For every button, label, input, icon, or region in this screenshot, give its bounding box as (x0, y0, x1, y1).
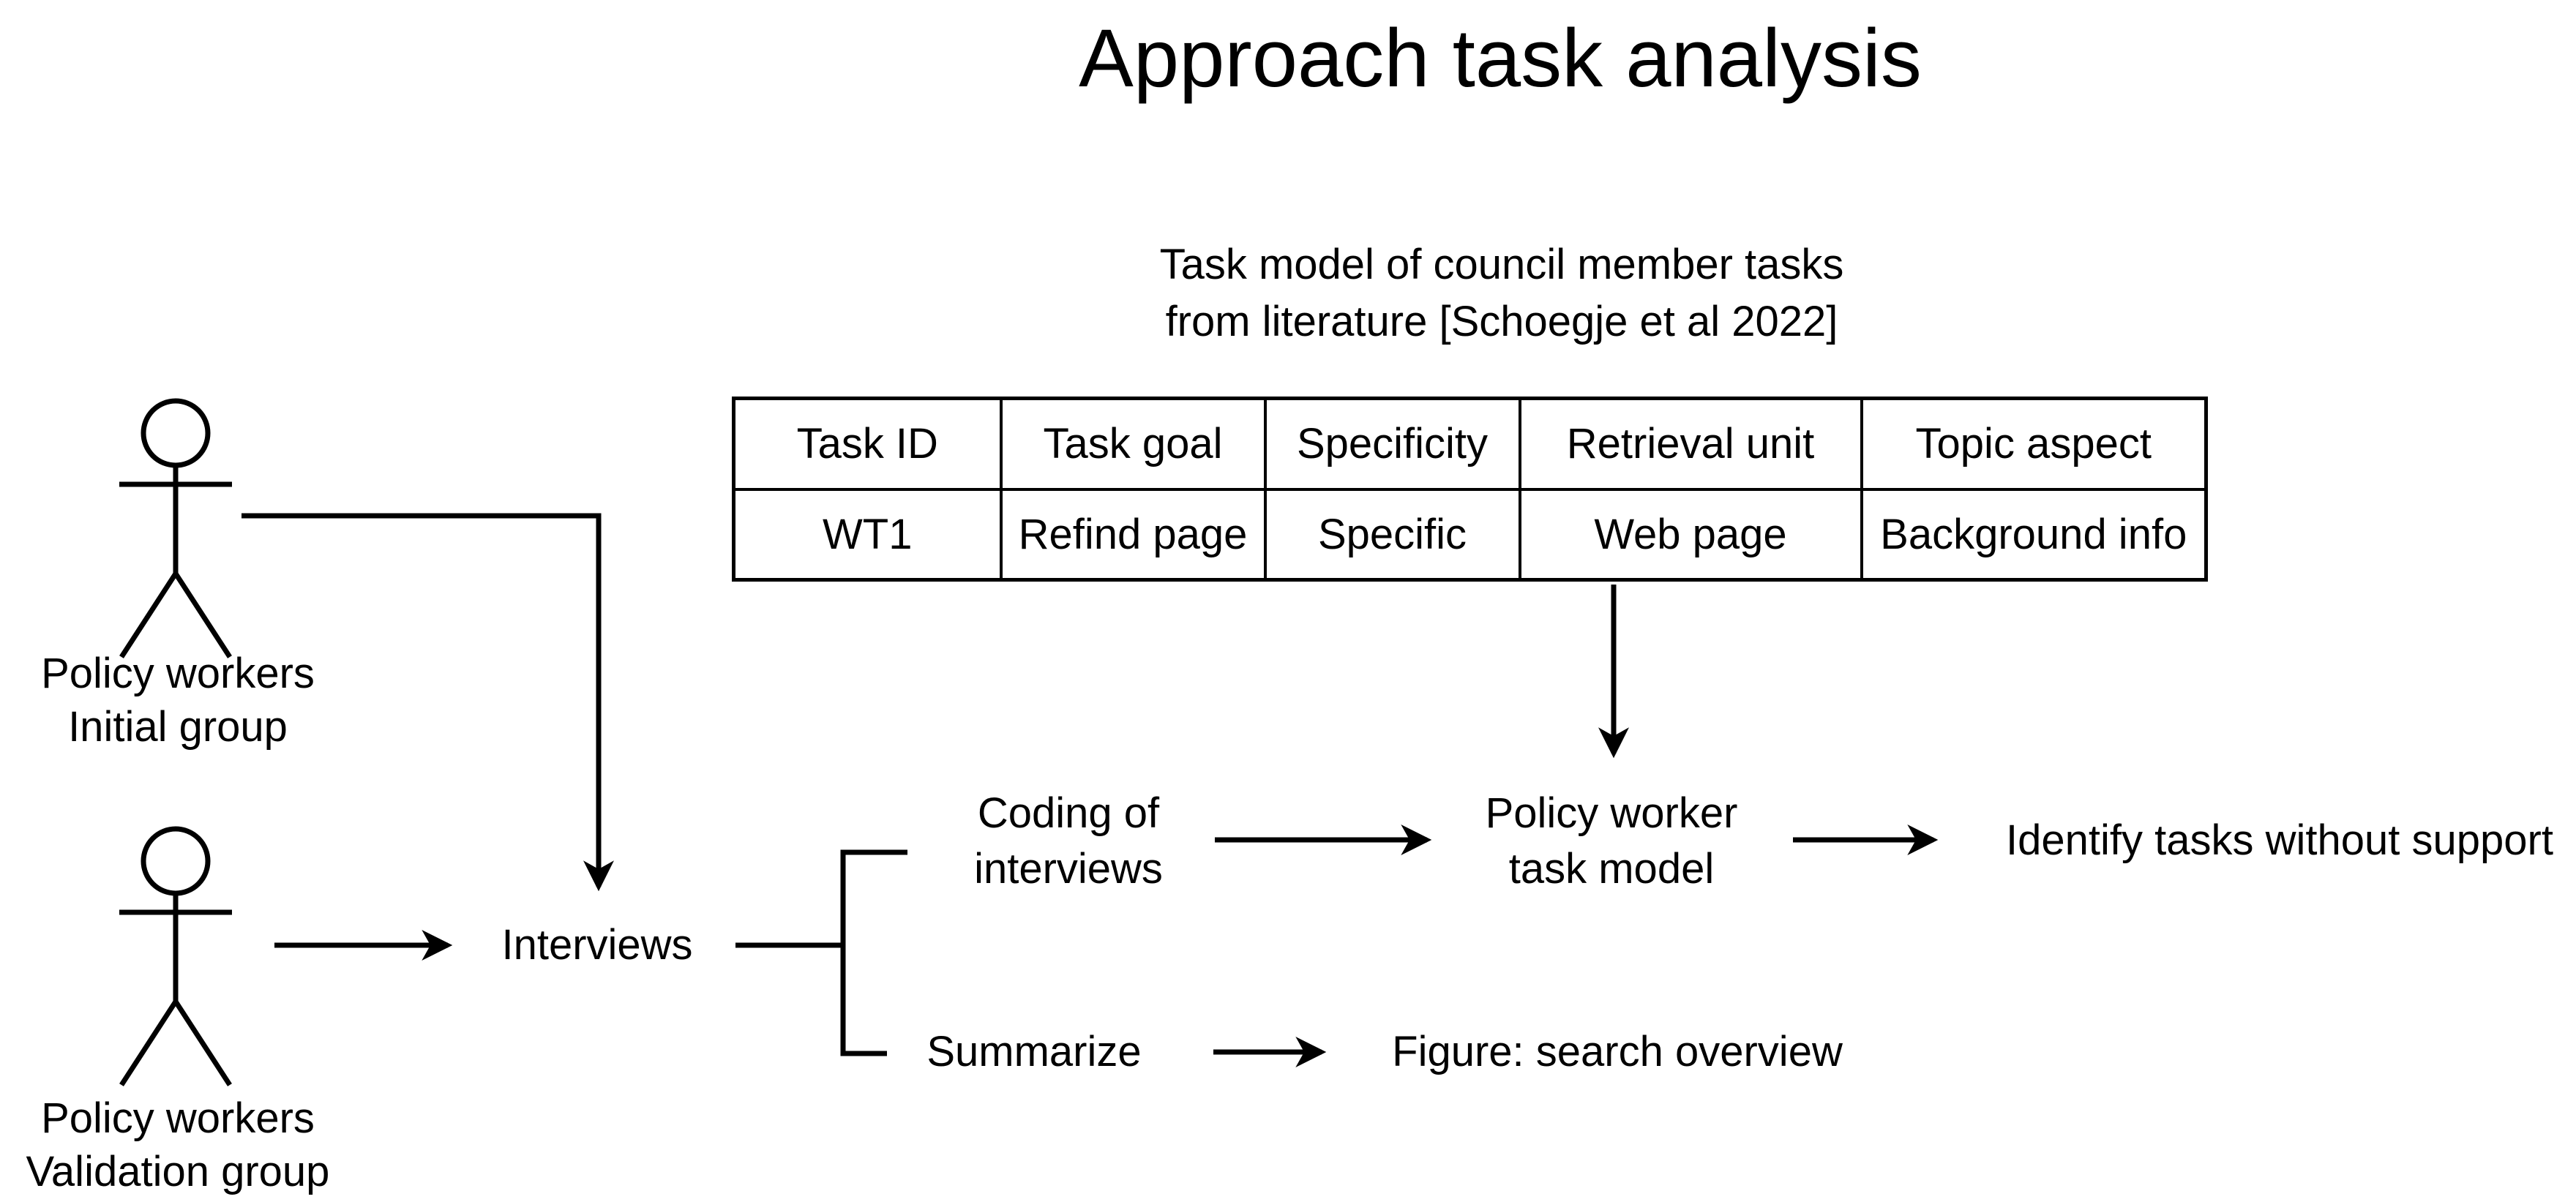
table-header-cell: Task goal (999, 397, 1267, 491)
node-summarize: Summarize (926, 1028, 1142, 1075)
actor-validation-label-line1: Policy workers (41, 1094, 315, 1142)
page-title: Approach task analysis (1079, 12, 1922, 104)
node-coding: Coding of interviews (974, 786, 1163, 897)
person-leg-right (173, 1000, 232, 1086)
person-head (141, 398, 211, 468)
table-cell: Web page (1518, 487, 1863, 582)
node-coding-line2: interviews (974, 845, 1163, 893)
node-task-model-line2: task model (1508, 845, 1715, 893)
table-header-cell: Retrieval unit (1518, 397, 1863, 491)
table-header-row: Task ID Task goal Specificity Retrieval … (732, 397, 2208, 491)
table-cell: WT1 (732, 487, 1003, 582)
table-row: WT1 Refind page Specific Web page Backgr… (732, 487, 2208, 582)
node-figure-search-overview: Figure: search overview (1392, 1028, 1843, 1075)
node-task-model: Policy worker task model (1486, 786, 1738, 897)
person-stick-figure-icon-initial (119, 398, 232, 658)
table-header-cell: Specificity (1263, 397, 1521, 491)
node-coding-line1: Coding of (977, 789, 1160, 837)
person-leg-right (173, 572, 232, 658)
table-caption-line2: from literature [Schoegje et al 2022] (1165, 298, 1838, 345)
actor-validation-label-line2: Validation group (26, 1148, 330, 1195)
person-leg-left (119, 1000, 178, 1086)
branch-bracket (840, 849, 907, 1056)
table-cell: Background info (1860, 487, 2208, 582)
node-interviews: Interviews (501, 921, 693, 969)
table-header-cell: Task ID (732, 397, 1003, 491)
actor-initial-label-line2: Initial group (68, 703, 288, 751)
person-head (141, 826, 211, 896)
person-stick-figure-icon-validation (119, 826, 232, 1086)
task-model-table: Task ID Task goal Specificity Retrieval … (732, 397, 2208, 582)
actor-initial-label-line1: Policy workers (41, 650, 315, 697)
arrow-initial-to-interviews (242, 513, 614, 892)
table-caption-line1: Task model of council member tasks (1159, 241, 1844, 288)
node-identify-tasks: Identify tasks without support (2006, 816, 2553, 864)
node-task-model-line1: Policy worker (1485, 789, 1738, 837)
person-leg-left (119, 572, 178, 658)
table-header-cell: Topic aspect (1860, 397, 2208, 491)
table-cell: Specific (1263, 487, 1521, 582)
table-cell: Refind page (999, 487, 1267, 582)
